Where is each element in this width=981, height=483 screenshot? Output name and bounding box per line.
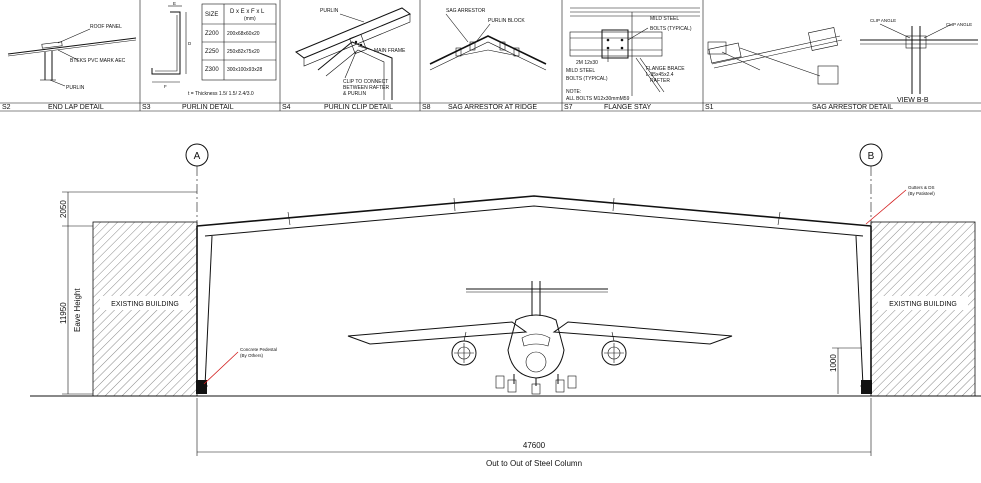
- label-ms-bolts-1a: MILD STEEL: [650, 16, 679, 22]
- dim-11950: 11950: [59, 302, 68, 324]
- dimension-pedestal: 1000: [829, 347, 862, 394]
- label-clip-angle-1: CLIP ANGLE: [870, 18, 896, 23]
- table-cell-1-1: 250x82x75x20: [227, 49, 260, 55]
- label-bteks-pvc: BTEKS PVC MARK AEC: [70, 58, 126, 64]
- detail-title-s1: SAG ARRESTOR DETAIL: [812, 104, 893, 111]
- dim-47600: 47600: [523, 441, 546, 450]
- dim-eave-height-label: Eave Height: [73, 288, 82, 332]
- note-gutters: Gutters & DS (By Patisteel): [865, 185, 935, 225]
- table-header-size: SIZE: [205, 12, 218, 18]
- label-purlin-block: PURLIN BLOCK: [488, 18, 525, 24]
- existing-building-right-label: EXISTING BUILDING: [889, 301, 957, 308]
- grid-label-a: A: [194, 151, 201, 162]
- table-cell-1-0: Z250: [205, 49, 219, 55]
- label-sag-arrestor: SAG ARRESTOR: [446, 8, 486, 14]
- detail-title-s2: END LAP DETAIL: [48, 104, 104, 111]
- detail-purlin-clip: PURLIN MAIN FRAME CLIP TO CONNECT BETWEE…: [294, 7, 412, 100]
- existing-building-right: EXISTING BUILDING: [870, 221, 976, 397]
- detail-title-s8: SAG ARRESTOR AT RIDGE: [448, 104, 537, 111]
- label-flange-brace: FLANGE BRACE: [646, 66, 685, 72]
- detail-flange-stay: MILD STEEL BOLTS (TYPICAL) 2M 12x30 MILD…: [566, 7, 700, 102]
- label-clip-line3: & PURLIN: [343, 91, 366, 97]
- portal-frame: [30, 195, 981, 397]
- detail-code-s1: S1: [705, 104, 714, 111]
- detail-end-lap: ROOF PANEL BTEKS PVC MARK AEC PURLIN: [7, 24, 137, 91]
- table-header-dims: D x E x F x L: [230, 9, 265, 15]
- detail-purlin: E D F SIZE D x E x F x L (mm) Z200 200x6…: [151, 1, 277, 97]
- detail-title-s4: PURLIN CLIP DETAIL: [324, 104, 393, 111]
- aircraft: [347, 281, 733, 395]
- purlin-thickness-note: t = Thickness 1.5/ 1.5/ 2.4/3.0: [188, 91, 254, 97]
- label-flange-brace-size: L-35x45x2.4: [646, 72, 674, 78]
- detail-titles: S2 END LAP DETAIL S3 PURLIN DETAIL S4 PU…: [2, 104, 893, 111]
- label-roof-panel: ROOF PANEL: [90, 24, 122, 30]
- label-clip-line2: BETWEEN RAFTER: [343, 85, 390, 91]
- label-clip-line1: CLIP TO CONNECT: [343, 79, 388, 85]
- label-main-frame: MAIN FRAME: [374, 48, 406, 54]
- table-header-unit: (mm): [244, 16, 256, 22]
- dim-1000: 1000: [829, 354, 838, 372]
- dimension-span: 47600 Out to Out of Steel Column: [196, 398, 872, 468]
- dim-span-label: Out to Out of Steel Column: [486, 459, 582, 468]
- existing-building-left: EXISTING BUILDING: [92, 221, 198, 397]
- note-pedestal: Concrete Pedestal (By Others): [203, 347, 277, 385]
- dimension-top: 2050: [59, 191, 197, 227]
- label-ms-bolts-1b: BOLTS (TYPICAL): [650, 26, 692, 32]
- table-cell-2-1: 300x100x93x28: [227, 67, 263, 73]
- detail-title-s7: FLANGE STAY: [604, 104, 652, 111]
- dim-2050: 2050: [59, 200, 68, 218]
- label-purlin-s2: PURLIN: [66, 85, 85, 91]
- detail-code-s3: S3: [142, 104, 151, 111]
- existing-building-left-label: EXISTING BUILDING: [111, 301, 179, 308]
- note-pedestal-line1: Concrete Pedestal: [240, 347, 277, 352]
- dimension-eave: 11950 Eave Height: [59, 226, 93, 395]
- detail-title-s3: PURLIN DETAIL: [182, 104, 234, 111]
- detail-sag-arrestor: CLIP ANGLE CLIP ANGLE VIEW B-B: [707, 18, 978, 104]
- label-clip-angle-2: CLIP ANGLE: [946, 22, 972, 27]
- table-cell-2-0: Z300: [205, 67, 219, 73]
- label-2m: 2M 12x30: [576, 60, 598, 66]
- label-ms-bolts-2b: BOLTS (TYPICAL): [566, 76, 608, 82]
- detail-code-s2: S2: [2, 104, 11, 111]
- label-view-bb: VIEW B-B: [897, 97, 929, 104]
- detail-strip: [0, 0, 981, 112]
- label-purlin-s4: PURLIN: [320, 8, 339, 14]
- label-rafter: RAFTER: [650, 78, 670, 84]
- table-cell-0-1: 200x68x60x20: [227, 31, 260, 37]
- label-note: NOTE:: [566, 89, 581, 95]
- label-all-bolts: ALL BOLTS M12x30mmM59: [566, 96, 630, 102]
- grid-label-b: B: [868, 151, 875, 162]
- note-gutters-line1: Gutters & DS: [908, 185, 935, 190]
- detail-code-s8: S8: [422, 104, 431, 111]
- label-ms-bolts-2a: MILD STEEL: [566, 68, 595, 74]
- svg-text:E: E: [173, 1, 176, 6]
- table-cell-0-0: Z200: [205, 31, 219, 37]
- detail-code-s7: S7: [564, 104, 573, 111]
- svg-text:D: D: [188, 41, 192, 46]
- note-gutters-line2: (By Patisteel): [908, 191, 935, 196]
- detail-sag-ridge: SAG ARRESTOR PURLIN BLOCK: [429, 8, 547, 71]
- svg-text:F: F: [164, 84, 167, 89]
- purlin-table: SIZE D x E x F x L (mm) Z200 200x68x60x2…: [201, 3, 277, 81]
- note-pedestal-line2: (By Others): [240, 353, 264, 358]
- detail-code-s4: S4: [282, 104, 291, 111]
